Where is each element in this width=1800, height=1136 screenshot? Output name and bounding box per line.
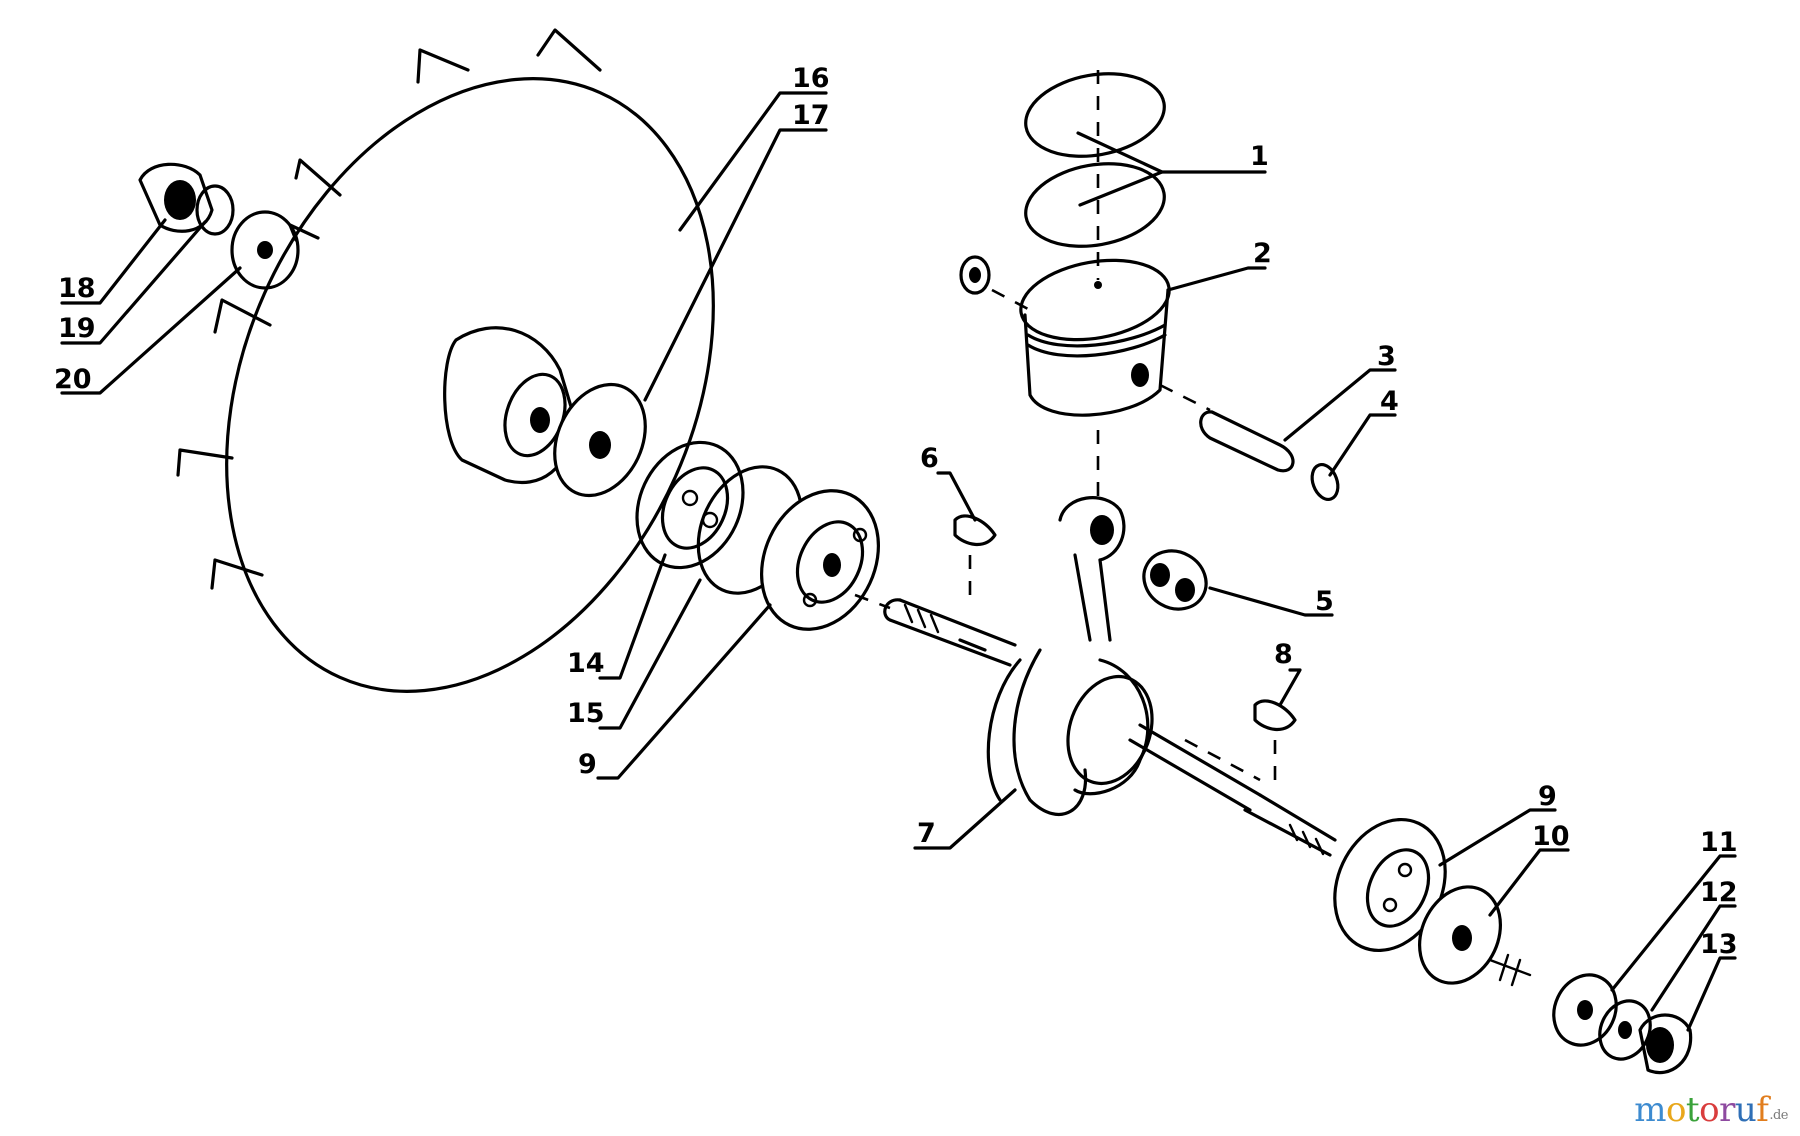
watermark-letter: u — [1734, 1090, 1757, 1130]
watermark-letter: r — [1719, 1090, 1735, 1130]
watermark-tld: .de — [1769, 1108, 1788, 1123]
left-bearings — [635, 440, 881, 631]
part-label-12: 12 — [1700, 877, 1738, 908]
flywheel-fan — [176, 28, 715, 693]
part-label-14: 14 — [567, 648, 605, 679]
watermark-letter: o — [1665, 1090, 1686, 1130]
part-labels: 1 2 3 4 5 6 7 8 9 9 10 11 12 13 14 15 16… — [54, 63, 1738, 960]
part-label-19: 19 — [58, 313, 96, 344]
nut-and-washers — [138, 162, 300, 290]
leader-lines — [60, 91, 1737, 1032]
part-label-8: 8 — [1274, 639, 1293, 670]
right-nut-and-washers — [1488, 953, 1693, 1075]
part-label-3: 3 — [1377, 341, 1396, 372]
piston-pin — [1159, 383, 1340, 502]
part-label-9-right: 9 — [1538, 781, 1557, 812]
part-label-18: 18 — [58, 273, 96, 304]
part-label-20: 20 — [54, 364, 92, 395]
right-bearing — [1333, 817, 1503, 985]
part-label-15: 15 — [567, 698, 605, 729]
watermark-letters: motoruf — [1634, 1090, 1769, 1130]
part-label-4: 4 — [1380, 386, 1399, 417]
part-label-7: 7 — [917, 818, 936, 849]
watermark-letter: t — [1685, 1090, 1700, 1130]
piston-rings — [1024, 70, 1166, 280]
part-label-10: 10 — [1532, 821, 1570, 852]
watermark-letter: f — [1756, 1090, 1769, 1130]
part-label-9-left: 9 — [578, 749, 597, 780]
part-label-5: 5 — [1315, 586, 1334, 617]
watermark-letter: m — [1634, 1090, 1666, 1130]
part-label-17: 17 — [792, 100, 830, 131]
part-label-2: 2 — [1253, 238, 1272, 269]
part-label-11: 11 — [1700, 827, 1738, 858]
part-label-6: 6 — [920, 443, 939, 474]
motoruf-watermark: motoruf.de — [1634, 1090, 1788, 1130]
part-label-16: 16 — [792, 63, 830, 94]
part-label-13: 13 — [1700, 929, 1738, 960]
piston — [959, 255, 1171, 500]
crankshaft — [854, 496, 1337, 857]
part-label-1: 1 — [1250, 141, 1269, 172]
watermark-letter: o — [1699, 1090, 1720, 1130]
